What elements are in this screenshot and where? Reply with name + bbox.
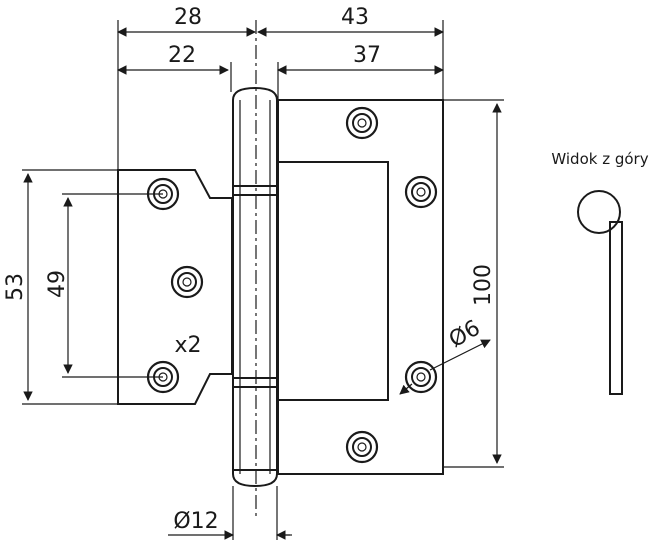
dimension-left-leaf-height: 53 — [3, 169, 118, 405]
screw-hole-right-top — [345, 106, 379, 140]
dimension-label-49: 49 — [45, 270, 70, 298]
screw-hole-right-upper — [404, 175, 438, 209]
screw-hole-right-bottom — [345, 430, 379, 464]
dimension-label-hole-diameter: Ø6 — [445, 316, 485, 353]
screw-hole-left-middle — [170, 265, 204, 299]
dimension-label-28: 28 — [174, 5, 202, 30]
hole-count-note: x2 — [174, 333, 201, 358]
hinge-knuckle — [232, 86, 278, 488]
dimension-label-22: 22 — [168, 43, 196, 68]
dimension-label-43: 43 — [341, 5, 369, 30]
dimension-pin-diameter: Ø12 — [168, 486, 292, 540]
dimension-right-leaf-height: 100 — [443, 99, 504, 468]
dimension-inner-left: 22 — [117, 43, 232, 92]
dimension-inner-right: 37 — [277, 43, 444, 100]
dimension-label-37: 37 — [353, 43, 381, 68]
dimension-label-pin-diameter: Ø12 — [173, 509, 218, 534]
screw-hole-right-lower — [404, 360, 438, 394]
dimension-label-53: 53 — [3, 273, 28, 301]
dimension-label-100: 100 — [471, 264, 496, 306]
dimension-overall-right: 43 — [257, 5, 444, 100]
dimension-left-hole-spacing: 49 — [45, 193, 163, 378]
top-view-title: Widok z góry — [551, 150, 648, 168]
top-view: Widok z góry — [551, 150, 649, 395]
dimension-overall-left: 28 — [117, 5, 256, 170]
screw-holes — [146, 106, 438, 464]
right-leaf — [277, 99, 444, 475]
